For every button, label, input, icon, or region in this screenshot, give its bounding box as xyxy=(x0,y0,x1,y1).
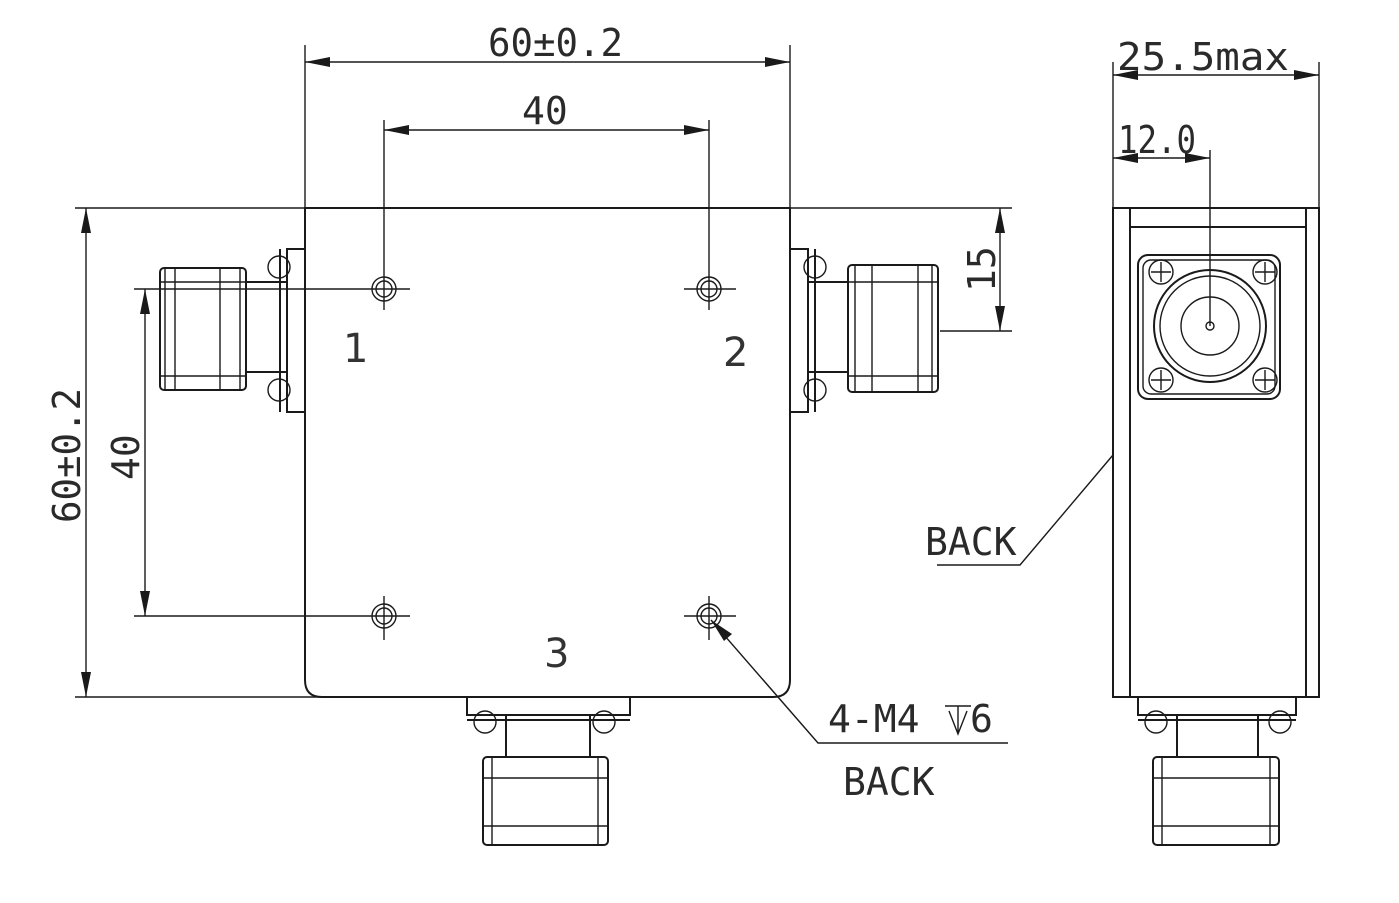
bottom-connector xyxy=(466,696,631,846)
port-1-label: 1 xyxy=(343,326,368,372)
side-view: BACK xyxy=(925,207,1320,846)
back-note-side: BACK xyxy=(925,520,1017,564)
dim-side-height: 60±0.2 xyxy=(45,388,89,523)
flange-screw-tr xyxy=(1252,259,1278,285)
side-body-outline xyxy=(1112,207,1320,698)
flange-screw-br xyxy=(1252,367,1278,393)
flange-screw-tl xyxy=(1148,259,1174,285)
back-note-front: BACK xyxy=(843,760,935,804)
dim-connector-offset: 15 xyxy=(960,246,1004,292)
right-connector xyxy=(789,248,939,413)
depth-symbol-icon xyxy=(945,705,971,736)
dim-side-connector-center: 12.0 xyxy=(1118,118,1196,162)
hole-depth-text: 6 xyxy=(970,697,993,741)
dim-hole-spacing-h: 40 xyxy=(522,89,568,133)
port-2-label: 2 xyxy=(723,330,748,376)
front-body-outline xyxy=(304,207,791,698)
dim-hole-spacing-v: 40 xyxy=(104,434,148,480)
dim-side-depth: 25.5max xyxy=(1117,35,1289,79)
side-dimensions: 25.5max 12.0 xyxy=(1112,35,1320,326)
hole-spec-text: 4-M4 xyxy=(828,697,920,741)
dim-top-width: 60±0.2 xyxy=(488,21,623,65)
mounting-holes xyxy=(371,276,722,629)
left-connector xyxy=(159,248,306,413)
flange-screw-bl xyxy=(1148,367,1174,393)
front-dimensions: 60±0.2 40 60±0.2 40 15 4-M4 6 BACK xyxy=(45,21,1012,804)
port-3-label: 3 xyxy=(544,631,569,677)
front-view: 1 2 3 xyxy=(159,207,939,846)
hole-note: 4-M4 6 xyxy=(828,697,993,741)
